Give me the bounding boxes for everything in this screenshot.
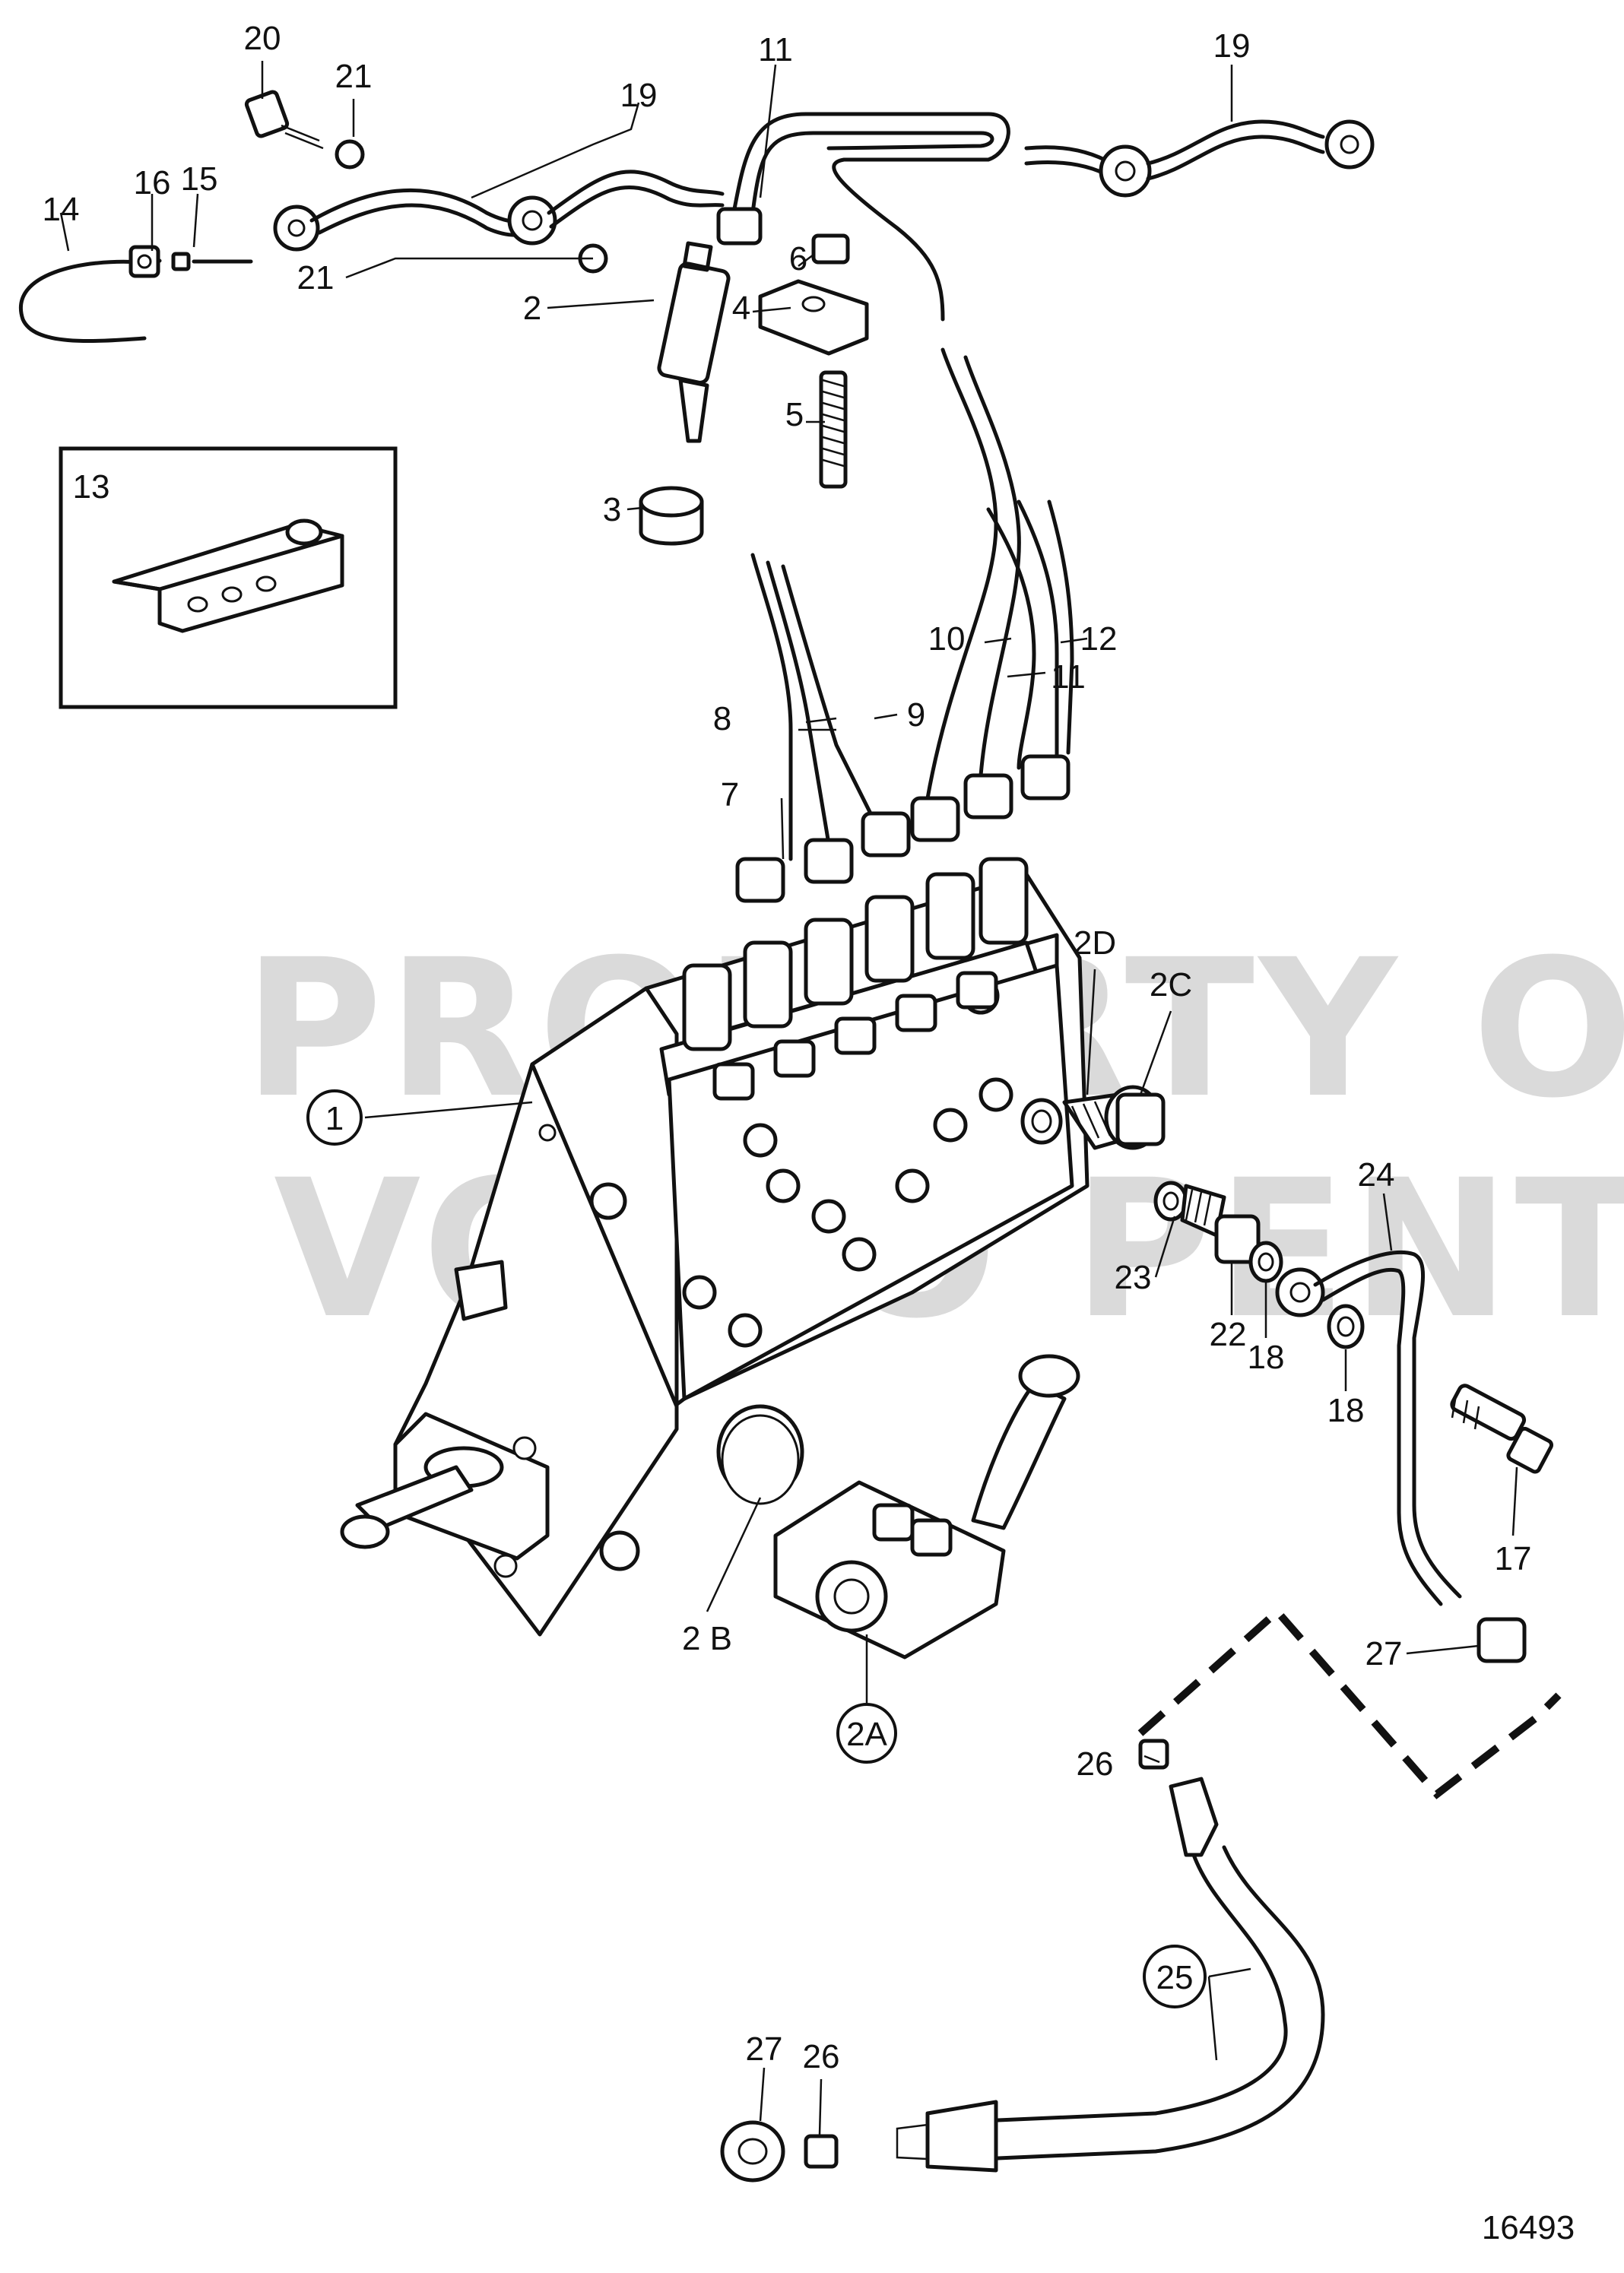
dashed-connection xyxy=(1137,1606,1562,1799)
label-11-top: 11 xyxy=(758,31,793,68)
label-21-bottom: 21 xyxy=(297,259,335,296)
valve-part-2 xyxy=(639,241,731,546)
banjo-pipe-left xyxy=(128,90,725,278)
label-6: 6 xyxy=(789,240,807,277)
label-19-right: 19 xyxy=(1213,27,1251,65)
inset-bracket xyxy=(59,446,398,709)
label-3: 3 xyxy=(603,491,621,528)
delivery-valve-holders xyxy=(682,857,1029,1101)
label-15: 15 xyxy=(181,160,218,198)
pipe-nuts xyxy=(735,754,1071,903)
label-25: 25 xyxy=(1156,1959,1194,1996)
pressure-pipes xyxy=(750,347,1074,861)
label-12: 12 xyxy=(1080,620,1118,658)
label-4: 4 xyxy=(732,290,750,327)
overflow-valve-and-pipe xyxy=(1153,1181,1554,1663)
fuel-hose-assembly xyxy=(720,1739,1325,2183)
label-13: 13 xyxy=(73,468,110,506)
circled-callouts xyxy=(306,1089,1207,2008)
label-8: 8 xyxy=(713,700,731,737)
label-16: 16 xyxy=(134,164,171,201)
label-22: 22 xyxy=(1210,1316,1247,1353)
label-2a: 2A xyxy=(846,1716,887,1753)
label-11: 11 xyxy=(1051,658,1086,696)
banjo-pipe-right xyxy=(1024,119,1375,198)
label-21-top: 21 xyxy=(335,58,373,95)
drawing-number: 16493 xyxy=(1482,2209,1575,2246)
label-27-bottom: 27 xyxy=(746,2030,783,2068)
label-2c: 2C xyxy=(1150,966,1192,1003)
label-10: 10 xyxy=(928,620,966,658)
label-20: 20 xyxy=(244,20,281,57)
pressure-pipe-upper xyxy=(731,112,1010,322)
fitting-2c-2d xyxy=(1020,1085,1166,1150)
part-labels: 20 21 19 11 19 14 16 15 21 6 4 2 5 3 13 … xyxy=(43,20,1575,2246)
label-5: 5 xyxy=(785,396,804,433)
label-18-right: 18 xyxy=(1327,1392,1365,1429)
leader-lines xyxy=(59,61,1518,2135)
label-1: 1 xyxy=(325,1100,344,1137)
governor-housing-2a xyxy=(721,1354,1080,1660)
label-2d: 2D xyxy=(1074,924,1116,962)
label-24: 24 xyxy=(1358,1156,1395,1194)
label-14: 14 xyxy=(43,191,80,228)
label-26-right: 26 xyxy=(1077,1745,1114,1783)
label-7: 7 xyxy=(721,776,739,813)
label-2b: 2 B xyxy=(682,1620,732,1657)
label-19-left: 19 xyxy=(620,77,658,114)
label-27-right: 27 xyxy=(1365,1635,1403,1672)
clamp-and-stud xyxy=(758,233,869,489)
label-23: 23 xyxy=(1115,1259,1152,1296)
label-18-left: 18 xyxy=(1248,1339,1285,1376)
label-2: 2 xyxy=(523,290,541,327)
label-26-bottom: 26 xyxy=(803,2038,840,2075)
label-9: 9 xyxy=(907,696,925,734)
return-pipe xyxy=(19,259,147,344)
label-17: 17 xyxy=(1495,1540,1532,1577)
